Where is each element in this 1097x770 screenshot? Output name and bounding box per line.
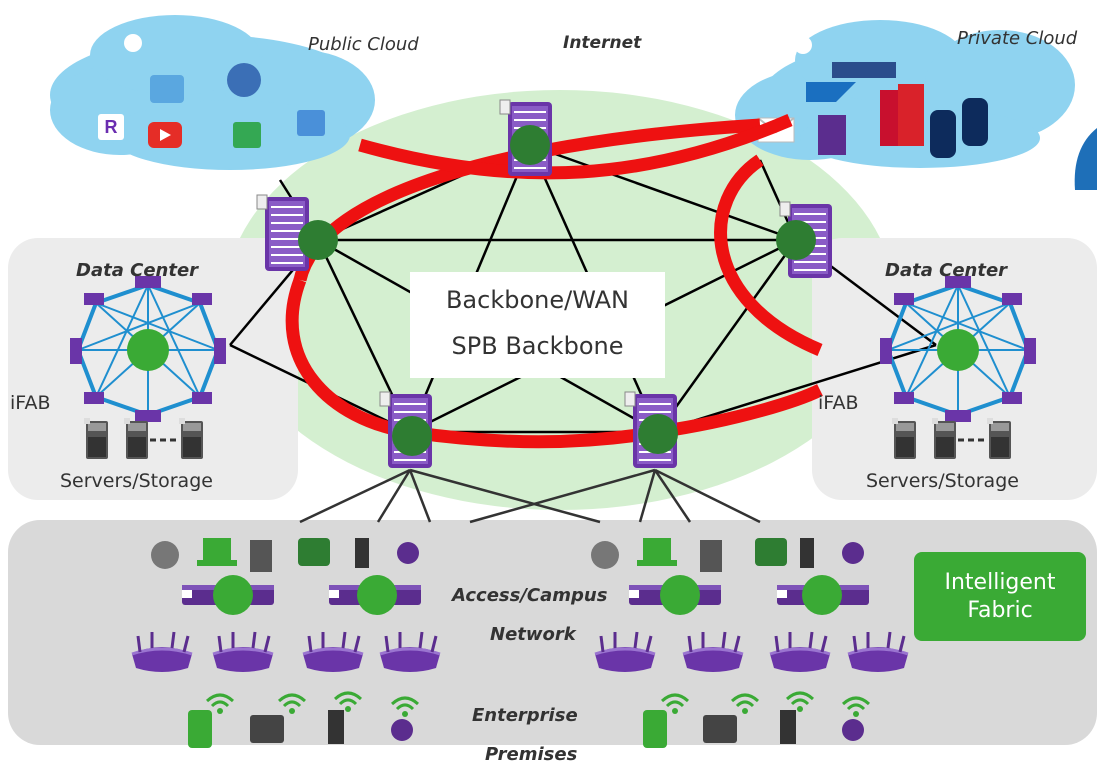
youtube-icon (148, 122, 182, 148)
access-uplinks (299, 468, 761, 524)
backbone-router-bottom-right (624, 391, 678, 469)
access-label-line1: Access/Campus (452, 585, 608, 606)
data-center-left-label: Data Center (76, 260, 199, 281)
private-cloud-label: Private Cloud (957, 28, 1078, 49)
sap-icon (806, 82, 856, 102)
database-icon (930, 98, 988, 158)
servers-right-label: Servers/Storage (866, 470, 1019, 492)
mashare-icon: R (98, 114, 124, 140)
edge-cloud-fragment (1074, 128, 1097, 190)
campus-devices-left (151, 538, 419, 572)
spb-backbone-ring (285, 114, 823, 449)
ifab-fabric-right (880, 276, 1036, 422)
wireless-devices-right (643, 691, 871, 748)
backbone-label-box: Backbone/WAN SPB Backbone (410, 272, 665, 378)
svg-text:R: R (105, 117, 118, 137)
servers-right (892, 418, 1011, 459)
backbone-router-bottom-left (379, 391, 433, 469)
google-icon (233, 122, 261, 148)
ifab-fabric-left (70, 276, 226, 422)
access-switches (182, 575, 869, 615)
access-label-line2: Network (490, 624, 576, 645)
peoplesoft-icon (832, 62, 896, 78)
voice-icon (818, 115, 846, 155)
enterprise-label-line2: Premises (485, 744, 578, 765)
documents-icon (880, 84, 924, 146)
data-center-right-label: Data Center (885, 260, 1008, 281)
wireless-devices-left (188, 691, 420, 748)
backbone-label-line1: Backbone/WAN (445, 286, 630, 314)
cloud-app-icon (297, 110, 325, 136)
backbone-router-right (776, 201, 833, 279)
intelligent-fabric-badge: Intelligent Fabric (914, 552, 1086, 641)
backbone-router-top (499, 99, 553, 177)
internet-label: Internet (563, 33, 642, 53)
backbone-label-line2: SPB Backbone (451, 332, 624, 360)
backbone-router-left (256, 194, 338, 272)
intelligent-fabric-line2: Fabric (967, 597, 1033, 623)
enterprise-label-line1: Enterprise (472, 705, 578, 726)
servers-left-label: Servers/Storage (60, 470, 213, 492)
servers-left (84, 418, 203, 459)
intelligent-fabric-line1: Intelligent (944, 569, 1056, 595)
salesforce-icon (150, 75, 184, 103)
ifab-left-label: iFAB (10, 392, 51, 414)
public-cloud-label: Public Cloud (308, 34, 419, 55)
ifab-right-label: iFAB (818, 392, 859, 414)
campus-devices-right (591, 538, 864, 572)
windows-icon (227, 63, 261, 97)
